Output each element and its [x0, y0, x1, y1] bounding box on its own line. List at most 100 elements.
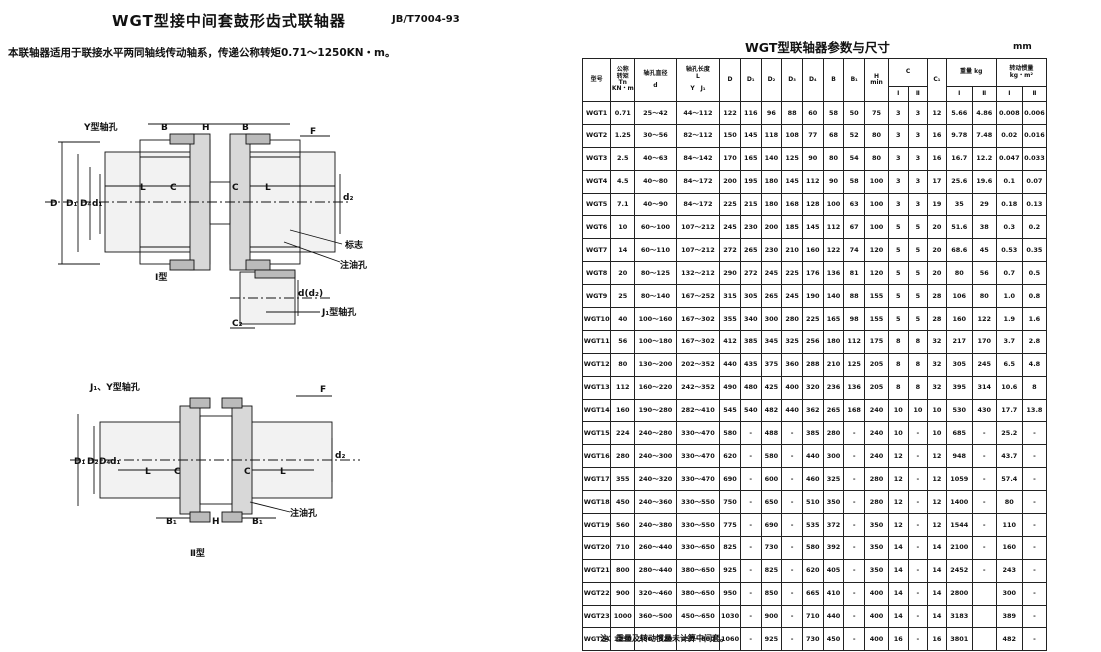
table-cell: 730: [760, 535, 783, 560]
table-cell: 14: [927, 535, 947, 560]
table-cell: 380～650: [675, 581, 721, 606]
table-cell: 40～90: [634, 192, 677, 217]
type1-bore-label: Y型轴孔: [83, 121, 118, 133]
table-cell: WGT1: [581, 101, 612, 125]
table-cell: -: [907, 444, 929, 469]
table-cell: -: [907, 581, 929, 606]
dim-H: H: [202, 123, 210, 133]
table-cell: 122: [971, 307, 997, 331]
table-cell: 20: [927, 215, 947, 240]
table-cell: 5.66: [945, 101, 973, 125]
table-cell: 280: [864, 467, 889, 492]
table-cell: 0.02: [995, 123, 1023, 148]
table-cell: 230: [739, 215, 762, 240]
table-cell: WGT24: [581, 627, 612, 652]
table-cell: 125: [843, 352, 866, 377]
th-C1: C₁: [927, 58, 947, 102]
table-cell: 150: [719, 123, 741, 148]
table-cell: -: [1021, 627, 1048, 652]
dim-H-2: H: [212, 517, 220, 527]
table-cell: 12: [927, 444, 947, 469]
standard-code: JB/T7004-93: [392, 14, 460, 25]
dim-C-right-2: C: [244, 467, 251, 477]
table-cell: 410: [822, 581, 845, 606]
table-cell: 107～212: [675, 215, 721, 240]
table-cell: 0.8: [1021, 284, 1048, 309]
table-cell: 58: [822, 101, 845, 125]
table-cell: 200: [760, 215, 783, 240]
table-cell: 243: [995, 558, 1023, 583]
table-cell: 96: [760, 101, 783, 125]
table-cell: -: [843, 490, 866, 515]
table-cell: 280: [610, 444, 636, 469]
table-cell: 217: [945, 329, 973, 354]
table-cell: 145: [801, 215, 824, 240]
table-cell: 175: [864, 329, 889, 354]
table-cell: 488: [760, 421, 783, 446]
table-cell: 340: [739, 307, 762, 331]
table-cell: 40～80: [634, 169, 677, 194]
table-cell: 690: [719, 467, 741, 492]
table-cell: WGT23: [581, 604, 612, 629]
table-cell: 0.016: [1021, 123, 1048, 148]
table-cell: 165: [739, 146, 762, 171]
table-cell: 10: [887, 421, 909, 446]
table-cell: 710: [610, 535, 636, 560]
table-cell: 280: [822, 421, 845, 446]
table-cell: 51.6: [945, 215, 973, 240]
table-cell: 400: [864, 581, 889, 606]
table-cell: -: [1021, 558, 1048, 583]
table-cell: 6.5: [995, 352, 1023, 377]
table-cell: 480: [739, 375, 762, 400]
table-cell: 435: [739, 352, 762, 377]
table-cell: 16: [927, 627, 947, 652]
table-cell: 44～112: [675, 101, 721, 125]
dim-D4-2: D₄: [99, 457, 110, 467]
table-cell: 10.6: [995, 375, 1023, 400]
dim-C2: C₂: [232, 319, 243, 329]
table-cell: -: [781, 513, 803, 537]
table-cell: 60～100: [634, 215, 677, 240]
table-cell: 350: [864, 513, 889, 537]
table-cell: 120: [864, 261, 889, 286]
table-cell: 140: [760, 146, 783, 171]
table-cell: -: [1021, 604, 1048, 629]
type2-drawing: J₁、Y型轴孔 F D₁ D₂ D₄ d₁ L C C L d₂ B₁ H B₁…: [70, 381, 360, 559]
table-cell: 90: [801, 146, 824, 171]
table-cell: 84～142: [675, 146, 721, 171]
table-cell: 272: [739, 261, 762, 286]
table-cell: 775: [719, 513, 741, 537]
table-cell: 170: [971, 329, 997, 354]
table-cell: 412: [719, 329, 741, 354]
table-cell: 265: [760, 284, 783, 309]
dim-d2: d₂: [343, 193, 353, 203]
dim-L-left: L: [140, 183, 146, 193]
table-cell: 16: [887, 627, 909, 652]
table-cell: 84～172: [675, 192, 721, 217]
table-cell: 4.5: [610, 169, 636, 194]
table-cell: 400: [864, 627, 889, 652]
table-cell: 202～352: [675, 352, 721, 377]
table-cell: WGT14: [581, 398, 612, 423]
table-cell: 145: [781, 169, 803, 194]
table-cell: 210: [822, 352, 845, 377]
table-cell: -: [907, 627, 929, 652]
table-cell: 0.7: [995, 261, 1023, 286]
dim-B1-right: B₁: [252, 517, 263, 527]
table-cell: WGT15: [581, 421, 612, 446]
table-cell: 14: [887, 581, 909, 606]
table-cell: 0.35: [1021, 238, 1048, 263]
table-cell: 3.7: [995, 329, 1023, 354]
table-cell: [971, 627, 997, 652]
table-cell: 535: [801, 513, 824, 537]
table-cell: -: [739, 604, 762, 629]
table-cell: WGT10: [581, 307, 612, 331]
table-cell: 0.71: [610, 101, 636, 125]
table-cell: 5: [887, 215, 909, 240]
table-cell: 168: [843, 398, 866, 423]
table-cell: 12: [927, 467, 947, 492]
